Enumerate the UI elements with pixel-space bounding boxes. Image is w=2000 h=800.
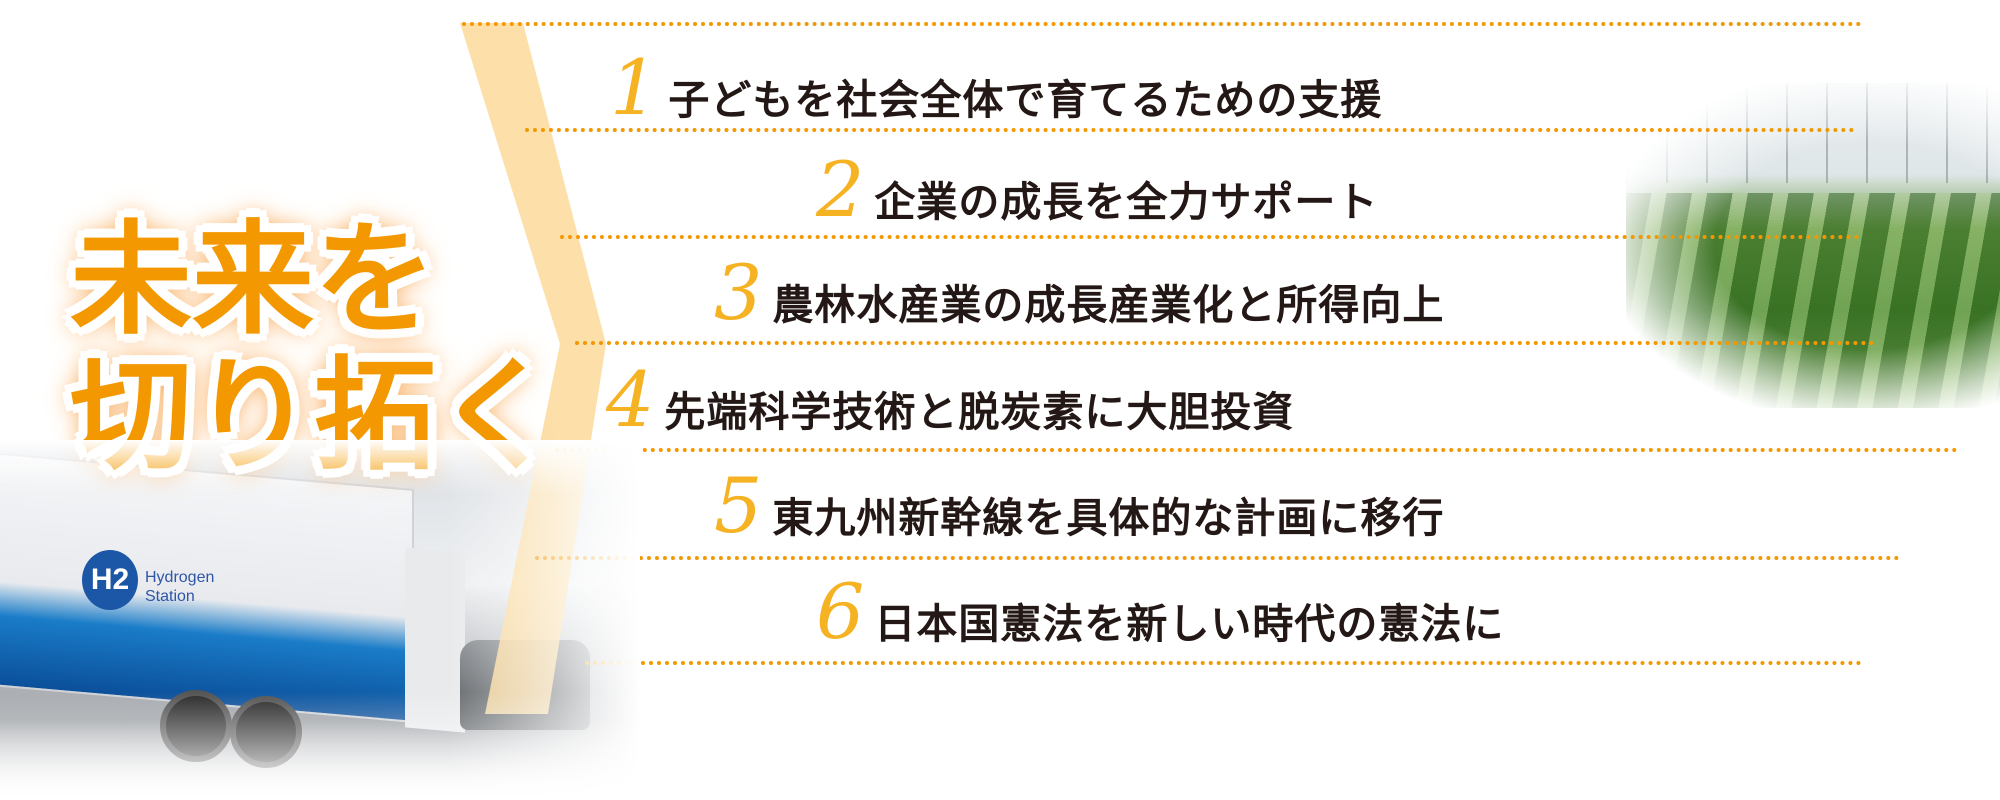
greenhouse-photo bbox=[1626, 83, 2000, 408]
hydrogen-station-truck-photo: H2 Hydrogen Station bbox=[0, 440, 640, 800]
item-text: 東九州新幹線を具体的な計画に移行 bbox=[772, 494, 1445, 542]
h2-logo: H2 bbox=[82, 550, 138, 610]
car bbox=[460, 640, 590, 730]
item-number: 2 bbox=[816, 145, 865, 234]
policy-item-2: 2 企業の成長を全力サポート bbox=[816, 152, 1378, 228]
hydrogen-station-label: Hydrogen Station bbox=[145, 568, 214, 606]
item-number: 6 bbox=[816, 567, 865, 656]
item-text: 農林水産業の成長産業化と所得向上 bbox=[772, 281, 1445, 329]
policy-item-5: 5 東九州新幹線を具体的な計画に移行 bbox=[714, 468, 1444, 544]
headline-line2: 切り拓く bbox=[70, 345, 558, 487]
item-number: 1 bbox=[610, 43, 659, 132]
divider bbox=[535, 556, 1900, 560]
policy-item-6: 6 日本国憲法を新しい時代の憲法に bbox=[816, 574, 1504, 650]
item-number: 5 bbox=[714, 461, 763, 550]
headline-line1: 未来を bbox=[70, 209, 436, 351]
divider bbox=[585, 661, 1862, 665]
label-line1: Hydrogen bbox=[145, 569, 215, 586]
divider bbox=[560, 235, 1860, 239]
policy-item-3: 3 農林水産業の成長産業化と所得向上 bbox=[714, 255, 1444, 331]
headline: 未来を 切り拓く bbox=[70, 212, 558, 484]
divider bbox=[575, 341, 1875, 345]
policy-item-1: 1 子どもを社会全体で育てるための支援 bbox=[610, 50, 1382, 126]
divider bbox=[462, 22, 1862, 26]
divider bbox=[525, 128, 1855, 132]
item-text: 企業の成長を全力サポート bbox=[874, 178, 1379, 226]
item-text: 子どもを社会全体で育てるための支援 bbox=[668, 76, 1383, 124]
item-number: 4 bbox=[606, 355, 655, 444]
policy-item-4: 4 先端科学技術と脱炭素に大胆投資 bbox=[606, 362, 1294, 438]
item-text: 日本国憲法を新しい時代の憲法に bbox=[874, 600, 1505, 648]
divider bbox=[555, 448, 1958, 452]
item-text: 先端科学技術と脱炭素に大胆投資 bbox=[664, 388, 1295, 436]
label-line2: Station bbox=[145, 588, 195, 605]
item-number: 3 bbox=[714, 248, 763, 337]
